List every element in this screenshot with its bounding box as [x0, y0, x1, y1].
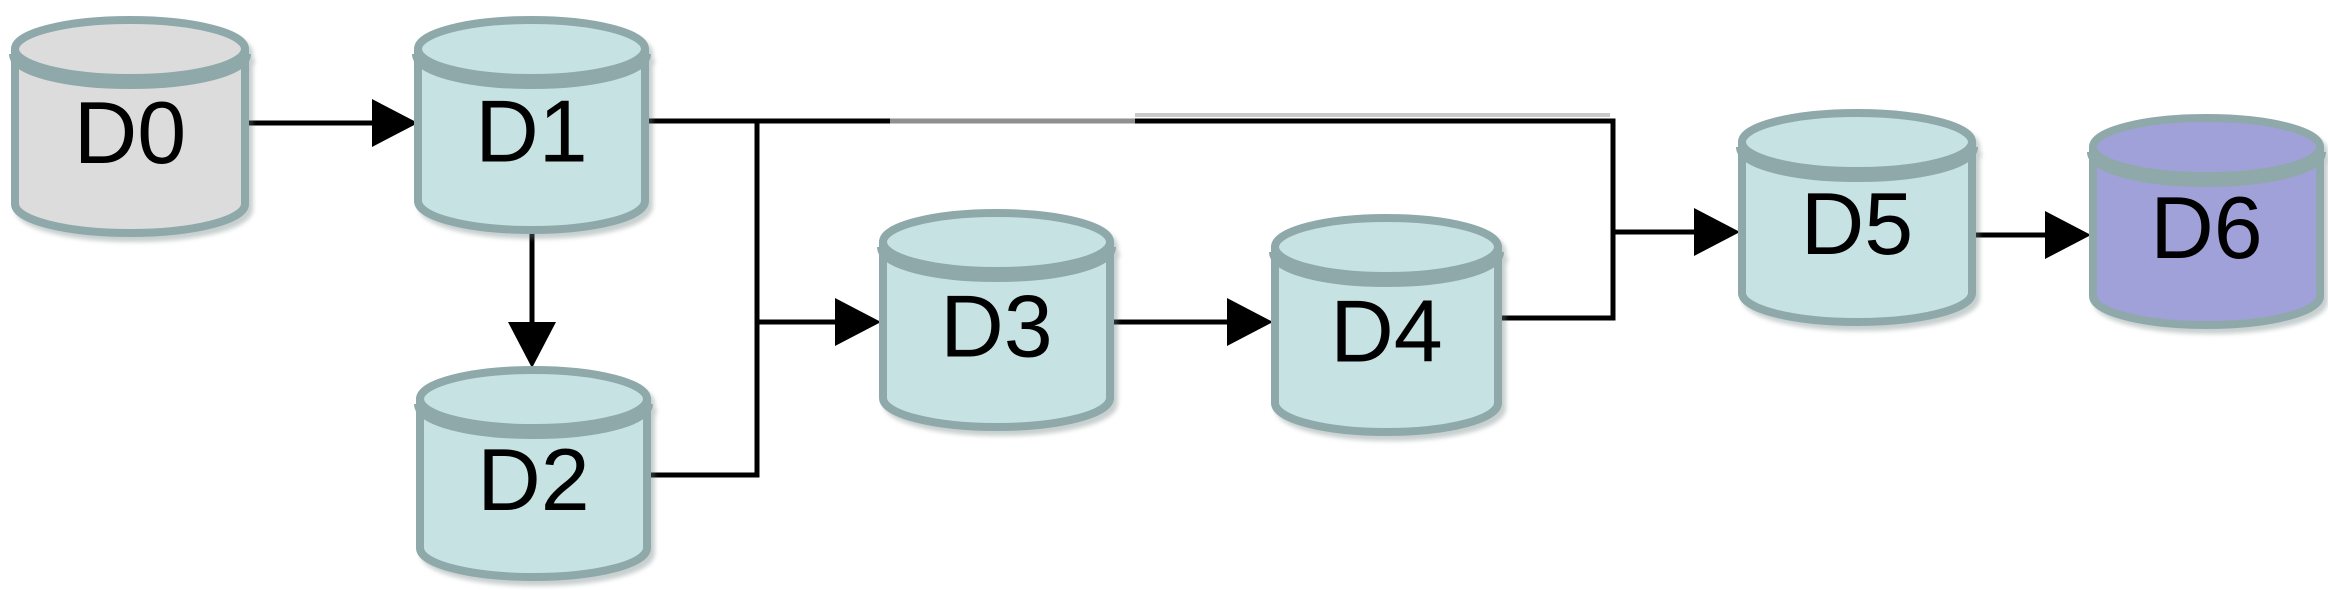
- arrowhead-icon: [372, 99, 418, 147]
- connector-line: [649, 121, 760, 478]
- cylinder-lid-shadow: [414, 403, 653, 439]
- node-label-D6: D6: [2150, 178, 2263, 277]
- cylinder-lid-shadow: [9, 53, 251, 89]
- edge-d1-down-to-d2-junction: [649, 121, 760, 478]
- cylinder-lid: [416, 366, 651, 432]
- node-D6: D6: [2087, 114, 2326, 329]
- cylinder-lid: [879, 209, 1114, 275]
- node-label-D3: D3: [940, 277, 1053, 376]
- arrowhead-icon: [1694, 208, 1740, 256]
- edge-d1-to-d2: [508, 228, 556, 368]
- node-label-D5: D5: [1801, 174, 1914, 273]
- node-label-D1: D1: [475, 82, 588, 181]
- arrowhead-icon: [1227, 298, 1273, 346]
- edge-d0-to-d1: [245, 99, 418, 147]
- cylinder-lid-shadow: [877, 246, 1116, 282]
- node-D0: D0: [9, 16, 251, 237]
- node-D1: D1: [412, 16, 651, 234]
- arrowhead-icon: [508, 322, 556, 368]
- cylinder-lid: [2089, 114, 2324, 180]
- cylinder-lid: [1738, 109, 1976, 175]
- node-label-D2: D2: [477, 430, 590, 529]
- cylinder-lid-shadow: [1269, 251, 1504, 287]
- cylinder-lid: [414, 16, 649, 82]
- cylinder-lid: [1271, 214, 1502, 280]
- node-D3: D3: [877, 209, 1116, 431]
- edge-d5-to-d6: [1970, 211, 2091, 259]
- cylinder-lid-shadow: [1736, 146, 1978, 182]
- node-D5: D5: [1736, 109, 1978, 326]
- cylinder-lid: [11, 16, 249, 82]
- node-D2: D2: [414, 366, 653, 581]
- arrowhead-icon: [835, 298, 881, 346]
- edge-d3-to-d4: [1110, 298, 1273, 346]
- cylinder-lid-shadow: [412, 53, 651, 89]
- edge-junction-to-d5: [1613, 208, 1740, 256]
- node-label-D4: D4: [1330, 282, 1443, 381]
- edge-junction-to-d3: [757, 298, 881, 346]
- arrowhead-icon: [2045, 211, 2091, 259]
- node-label-D0: D0: [74, 83, 187, 182]
- cylinder-lid-shadow: [2087, 151, 2326, 187]
- node-D4: D4: [1269, 214, 1504, 436]
